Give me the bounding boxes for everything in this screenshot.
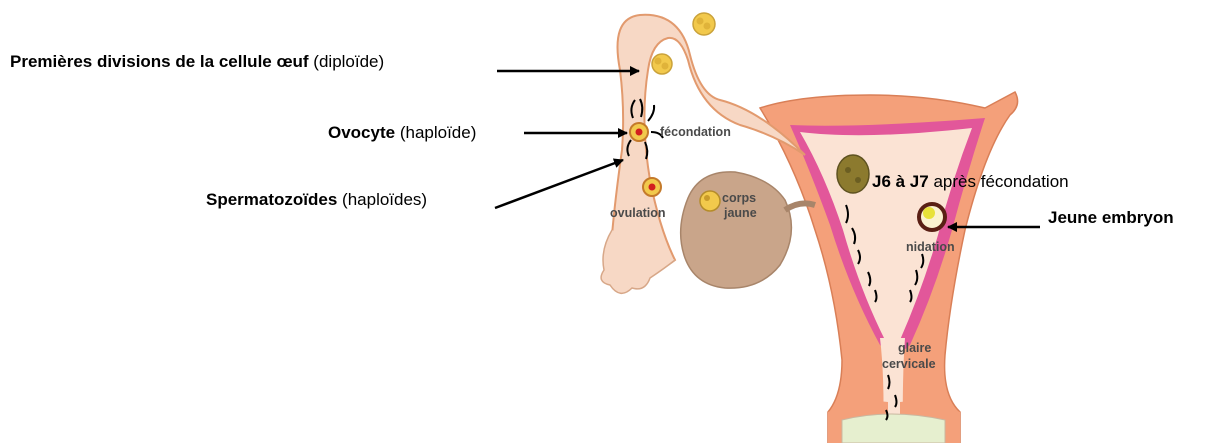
label-corps: corps <box>722 191 756 205</box>
label-spermatozoides: Spermatozoïdes (haploïdes) <box>206 190 427 210</box>
label-ovulation: ovulation <box>610 206 666 220</box>
arrow-spermato <box>495 160 623 208</box>
label-cervicale: cervicale <box>882 357 936 371</box>
corps-jaune-icon <box>700 191 720 211</box>
label-jeune-embryon: Jeune embryon <box>1048 208 1174 228</box>
label-glaire: glaire <box>898 341 931 355</box>
vagina-mucus <box>842 414 945 443</box>
label-fecondation: fécondation <box>660 125 731 139</box>
label-j6-j7: J6 à J7 après fécondation <box>872 172 1069 192</box>
embryo-icon <box>919 204 945 230</box>
label-jaune: jaune <box>724 206 757 220</box>
ovulated-egg-icon <box>643 178 661 196</box>
label-premieres-divisions: Premières divisions de la cellule œuf (d… <box>10 52 384 72</box>
label-nidation: nidation <box>906 240 955 254</box>
label-ovocyte: Ovocyte (haploïde) <box>328 123 476 143</box>
ovary <box>681 172 792 288</box>
ovocyte-icon <box>630 123 648 141</box>
blastocyst-icon <box>837 155 869 193</box>
